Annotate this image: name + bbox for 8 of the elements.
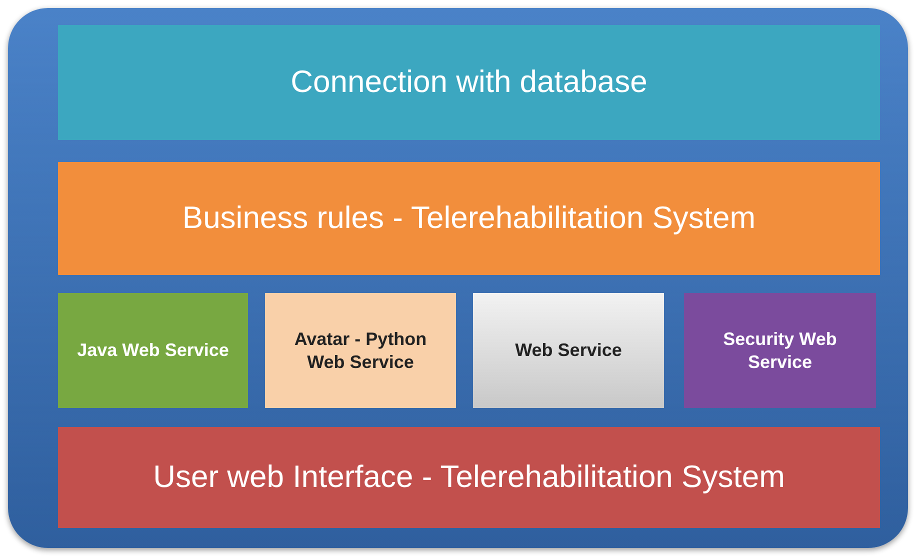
service-box: Java Web Service bbox=[58, 293, 248, 408]
service-box: Avatar - Python Web Service bbox=[265, 293, 456, 408]
layer-box: Business rules - Telerehabilitation System bbox=[58, 162, 880, 275]
service-box: Security Web Service bbox=[684, 293, 876, 408]
layer-box: User web Interface - Telerehabilitation System bbox=[58, 427, 880, 528]
panel-background bbox=[8, 8, 908, 548]
service-box: Web Service bbox=[473, 293, 664, 408]
layer-box: Connection with database bbox=[58, 25, 880, 140]
